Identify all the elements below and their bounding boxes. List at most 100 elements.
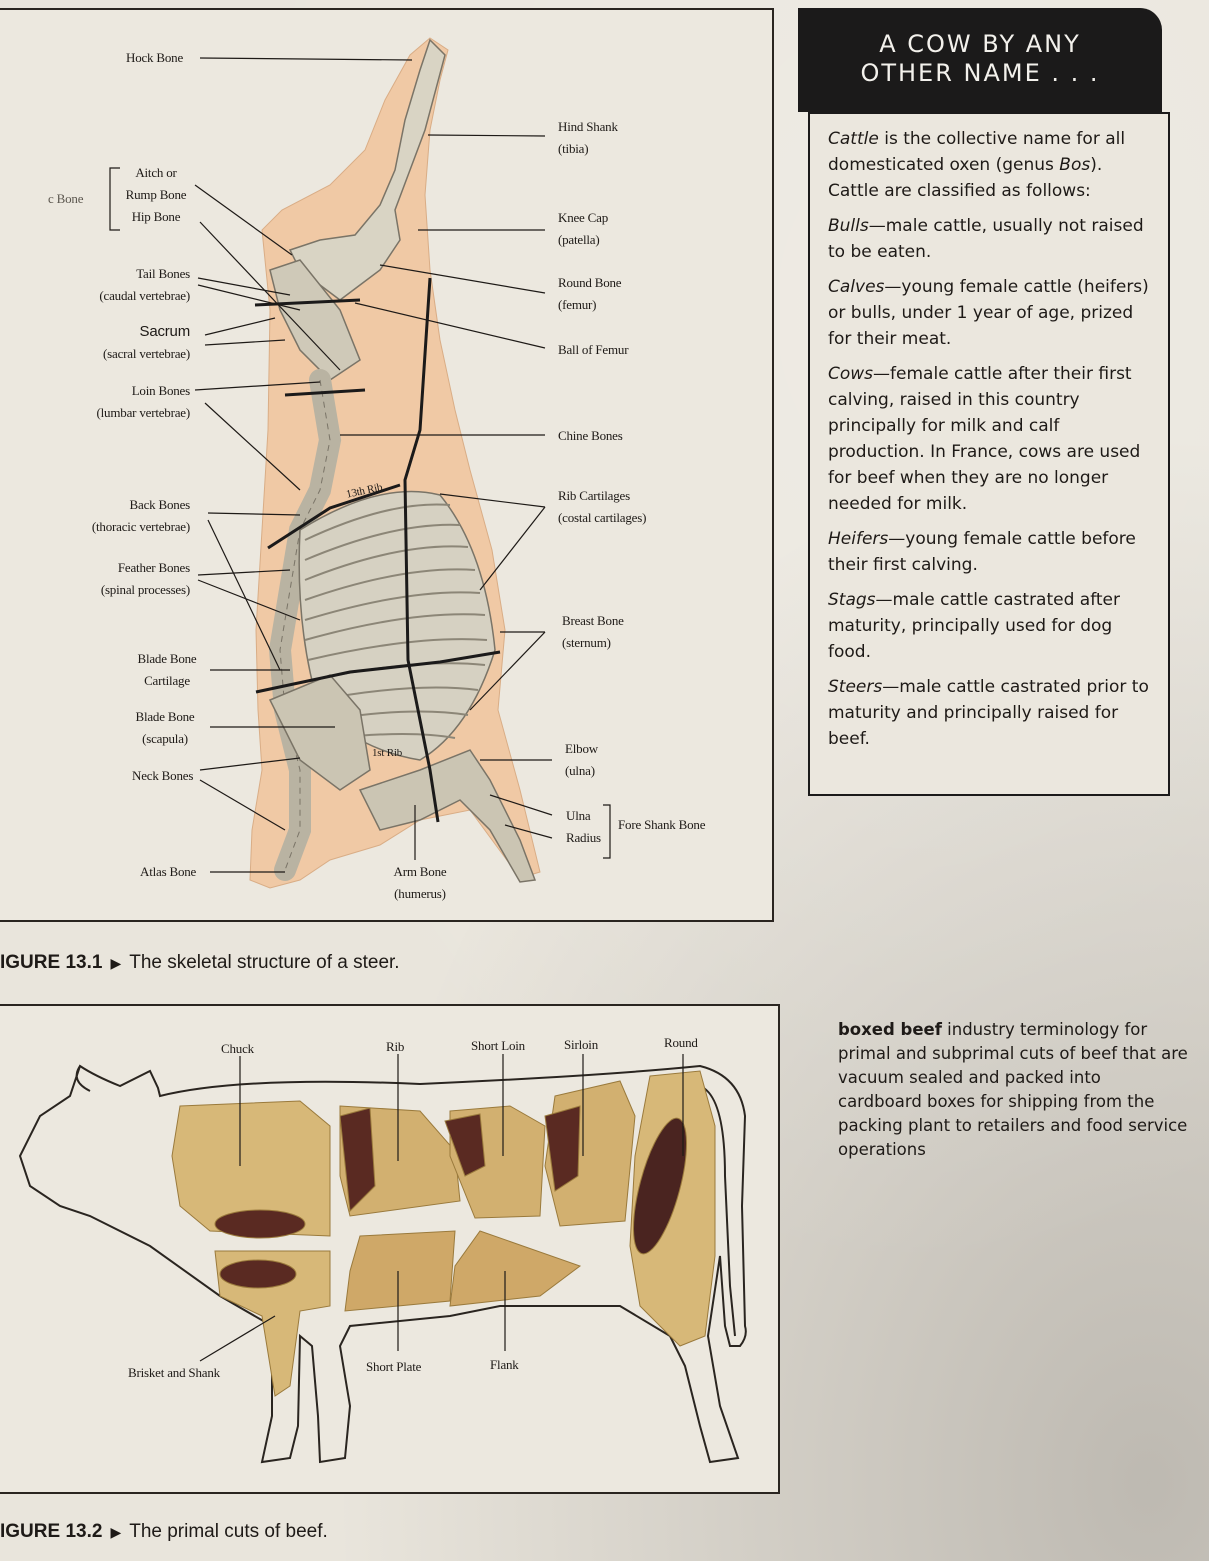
- label-feather-bones: Feather Bones (spinal processes): [60, 557, 190, 601]
- label-back-bones: Back Bones (thoracic vertebrae): [60, 494, 190, 538]
- label-radius: Radius: [566, 830, 601, 845]
- label-blade-bone: Blade Bone (scapula): [122, 706, 208, 750]
- label-tail-bones-sub: (caudal vertebrae): [99, 288, 190, 303]
- sidebar-intro-genus: Bos: [1059, 155, 1091, 175]
- label-feather-bones-sub: (spinal processes): [100, 582, 190, 597]
- sidebar-entry: Stags—male cattle castrated after maturi…: [828, 587, 1152, 665]
- caption-arrow-icon: ▶: [110, 1524, 122, 1540]
- label-fore-shank-bone: Fore Shank Bone: [618, 817, 706, 832]
- cut-flank-piece: [449, 1230, 582, 1307]
- label-sirloin: Sirloin: [564, 1037, 598, 1052]
- label-arm-bone: Arm Bone (humerus): [380, 861, 460, 905]
- label-short-plate: Short Plate: [366, 1359, 422, 1374]
- cut-short-plate-piece: [344, 1230, 456, 1312]
- label-blade-cartilage-line2: Cartilage: [144, 673, 190, 688]
- glossary-definition: industry terminology for primal and subp…: [838, 1020, 1188, 1159]
- pelvis-bones: [269, 259, 361, 381]
- label-ulna: Ulna: [566, 808, 591, 823]
- primal-cut-pieces: [171, 1070, 716, 1397]
- glossary-term: boxed beef: [838, 1020, 942, 1039]
- sidebar-title-line1: A COW BY ANY: [879, 30, 1081, 58]
- cut-leader-lines: [199, 1054, 684, 1362]
- sidebar-entry-text: —male cattle castrated prior to maturity…: [828, 677, 1149, 749]
- figure-13-1-caption: IGURE 13.1▶The skeletal structure of a s…: [0, 952, 400, 974]
- sidebar-entry-text: —young female cattle before their first …: [828, 529, 1136, 575]
- figure-13-1-caption-text: The skeletal structure of a steer.: [129, 952, 400, 973]
- sidebar-entry-term: Bulls: [828, 216, 869, 236]
- sidebar-intro-term: Cattle: [828, 129, 879, 149]
- label-loin-bones: Loin Bones (lumbar vertebrae): [70, 380, 191, 424]
- label-round-bone-sub: (femur): [558, 297, 597, 312]
- label-chuck: Chuck: [221, 1041, 254, 1056]
- cow-outline: [18, 1064, 747, 1464]
- label-hip-bone: Hip Bone: [131, 209, 181, 224]
- label-rib-cartilages-sub: (costal cartilages): [558, 510, 647, 525]
- label-arm-bone-sub: (humerus): [394, 886, 446, 901]
- sidebar-entry: Bulls—male cattle, usually not raised to…: [828, 213, 1152, 265]
- leader-lines: [194, 57, 553, 873]
- sidebar-title-line2: OTHER NAME . . .: [860, 59, 1100, 87]
- sidebar-title: A COW BY ANY OTHER NAME . . .: [798, 8, 1162, 112]
- label-flank: Flank: [490, 1357, 519, 1372]
- label-aitch-line1: Aitch or: [135, 165, 177, 180]
- label-tail-bones-title: Tail Bones: [136, 266, 190, 281]
- label-ulna-radius: Ulna Radius: [566, 805, 601, 849]
- label-elbow-sub: (ulna): [565, 763, 595, 778]
- label-back-bones-sub: (thoracic vertebrae): [91, 519, 190, 534]
- figure-13-1-number: IGURE 13.1: [0, 952, 103, 973]
- label-neck-bones: Neck Bones: [132, 768, 194, 783]
- label-arm-bone-title: Arm Bone: [393, 864, 447, 879]
- label-knee-cap-sub: (patella): [558, 232, 600, 247]
- margin-glossary: boxed beef industry terminology for prim…: [838, 1018, 1188, 1162]
- label-blade-bone-sub: (scapula): [142, 731, 188, 746]
- sidebar-entry-term: Calves: [828, 277, 885, 297]
- label-breast-bone: Breast Bone (sternum): [562, 610, 624, 654]
- label-rib-cartilages-title: Rib Cartilages: [558, 488, 630, 503]
- label-blade-bone-cartilage: Blade Bone Cartilage: [122, 648, 212, 692]
- label-hind-shank: Hind Shank (tibia): [558, 116, 618, 160]
- label-sacrum-sub: (sacral vertebrae): [103, 346, 190, 361]
- label-rib: Rib: [386, 1039, 405, 1054]
- label-ball-of-femur: Ball of Femur: [558, 342, 629, 357]
- label-back-bones-title: Back Bones: [129, 497, 191, 512]
- label-1st-rib: 1st Rib: [372, 747, 403, 759]
- label-loin-bones-title: Loin Bones: [131, 383, 191, 398]
- sidebar-entry-term: Stags: [828, 590, 876, 610]
- label-rib-cartilages: Rib Cartilages (costal cartilages): [558, 485, 646, 529]
- label-aitch-bone: Aitch or Rump Bone Hip Bone: [120, 162, 192, 228]
- sidebar-entry-text: —male cattle castrated after maturity, p…: [828, 590, 1121, 662]
- sidebar-entry: Cows—female cattle after their first cal…: [828, 361, 1152, 517]
- sidebar-entry: Calves—young female cattle (heifers) or …: [828, 274, 1152, 352]
- sidebar-entry-term: Cows: [828, 364, 874, 384]
- label-elbow: Elbow (ulna): [565, 738, 598, 782]
- sidebar-entry: Heifers—young female cattle before their…: [828, 526, 1152, 578]
- sidebar-entry-text: —male cattle, usually not raised to be e…: [828, 216, 1144, 262]
- label-short-loin: Short Loin: [471, 1038, 525, 1053]
- sidebar-entry: Steers—male cattle castrated prior to ma…: [828, 674, 1152, 752]
- label-chine-bones: Chine Bones: [558, 428, 623, 443]
- sidebar-intro-text: is the collective name for all domestica…: [828, 129, 1126, 175]
- figure-13-2-caption: IGURE 13.2▶The primal cuts of beef.: [0, 1521, 328, 1543]
- label-hock-bone: Hock Bone: [126, 50, 184, 65]
- label-breast-bone-title: Breast Bone: [562, 613, 624, 628]
- label-feather-bones-title: Feather Bones: [117, 560, 190, 575]
- sidebar-entry-text: —young female cattle (heifers) or bulls,…: [828, 277, 1149, 349]
- label-blade-cartilage-line1: Blade Bone: [137, 651, 197, 666]
- label-aitch-line2: Rump Bone: [125, 187, 187, 202]
- label-pelvic-bone-partial: c Bone: [48, 191, 84, 206]
- label-round-bone-title: Round Bone: [558, 275, 622, 290]
- label-round-bone: Round Bone (femur): [558, 272, 622, 316]
- label-tail-bones: Tail Bones (caudal vertebrae): [70, 263, 190, 307]
- figure-13-1-frame: Hock Bone c Bone Aitch or Rump Bone Hip …: [0, 8, 774, 922]
- label-hind-shank-sub: (tibia): [558, 141, 589, 156]
- label-elbow-title: Elbow: [565, 741, 598, 756]
- front-leg-bones: [358, 749, 537, 883]
- label-round: Round: [664, 1035, 698, 1050]
- label-breast-bone-sub: (sternum): [562, 635, 611, 650]
- label-knee-cap-title: Knee Cap: [558, 210, 609, 225]
- steer-skeleton-illustration: [109, 37, 611, 889]
- label-knee-cap: Knee Cap (patella): [558, 207, 608, 251]
- sidebar-entry-term: Heifers: [828, 529, 889, 549]
- label-hind-shank-title: Hind Shank: [558, 119, 618, 134]
- figure-13-2-frame: Chuck Rib Short Loin Sirloin Round Brisk…: [0, 1004, 780, 1494]
